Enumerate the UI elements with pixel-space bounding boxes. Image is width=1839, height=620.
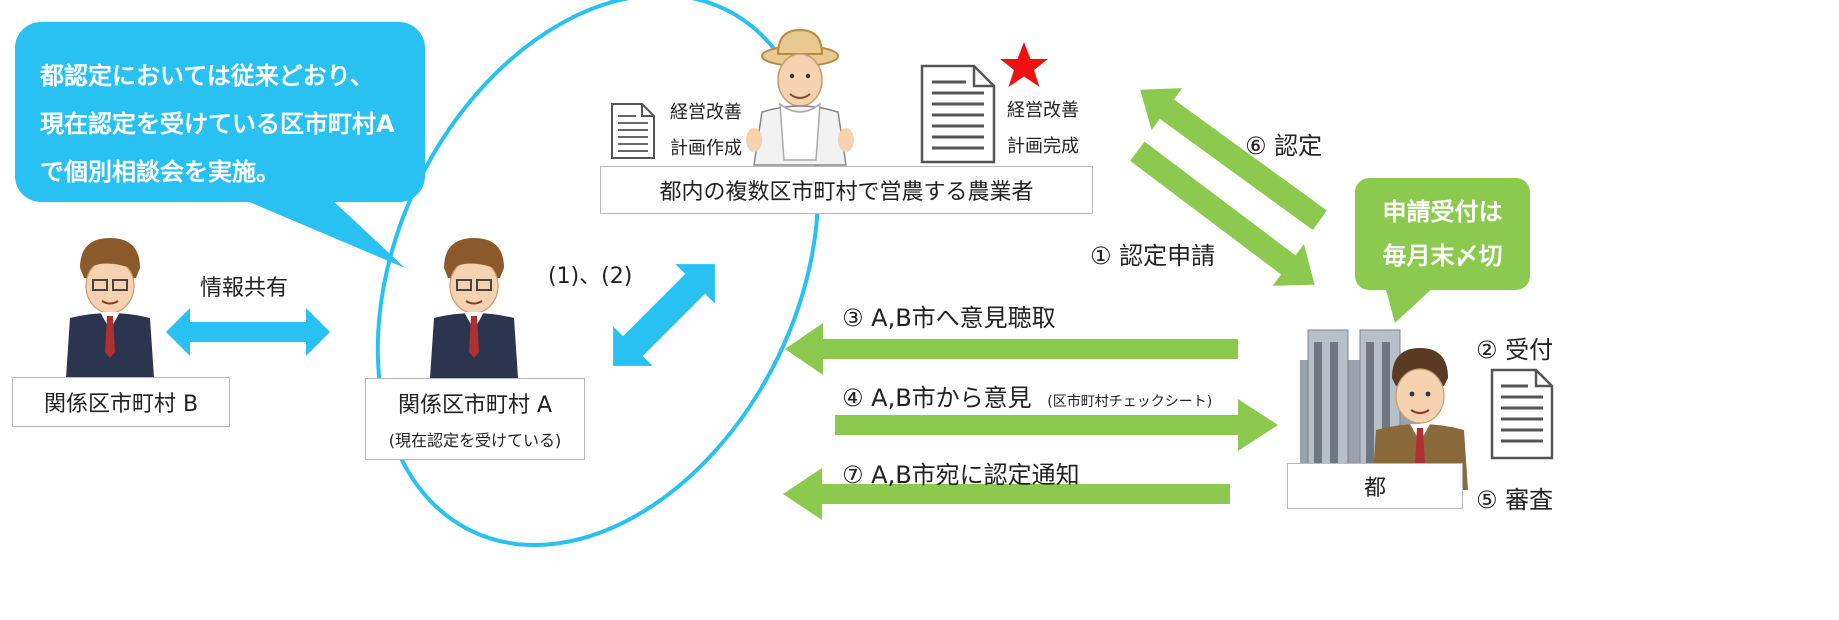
draft-plan-label-2: 計画作成 [670,138,742,159]
city-a-box: 関係区市町村 A (現在認定を受けている) [365,378,585,460]
document-icon-draft [611,103,655,159]
person-a-figure [430,238,518,378]
step1-arrow [1130,141,1315,286]
info-share-label: 情報共有 [200,276,289,301]
step5-label: ⑤ 審査 [1476,486,1554,514]
step1-label: ① 認定申請 [1090,242,1216,270]
green-callout-line-1: 申請受付は [1382,198,1503,226]
green-callout-line-2: 毎月末〆切 [1382,242,1503,270]
farmer-box: 都内の複数区市町村で営農する農業者 [600,166,1093,214]
document-icon-complete [920,64,996,164]
city-a-ellipse [375,0,821,548]
step4-label: ④ A,B市から意見 (区市町村チェックシート) [842,378,1212,413]
step4-text: ④ A,B市から意見 [842,384,1032,412]
step6-label: ⑥ 認定 [1245,132,1323,160]
blue-callout-shape [15,22,425,268]
draft-plan-label-1: 経営改善 [670,102,742,123]
consult-arrow [613,264,715,366]
step3-arrow [785,323,1238,375]
green-callout-shape [1355,178,1530,323]
info-share-arrow [166,308,330,356]
city-a-note: (現在認定を受けている) [388,431,562,450]
metro-label: 都 [1363,476,1386,501]
blue-callout-line-2: 現在認定を受けている区市町村A [40,110,395,138]
step4-arrow [835,399,1278,451]
person-b-figure [66,238,154,378]
farmer-label: 都内の複数区市町村で営農する農業者 [659,180,1034,205]
complete-plan-label-2: 計画完成 [1007,136,1079,157]
city-b-box: 関係区市町村 B [12,377,230,427]
city-a-label: 関係区市町村 A [397,393,553,418]
metro-box: 都 [1287,463,1463,509]
consult-label: (1)、(2) [548,264,633,289]
star-icon [1000,42,1048,87]
step4-note: (区市町村チェックシート) [1047,394,1213,410]
step6-arrow [1140,88,1327,230]
step7-arrow [783,468,1230,520]
farmer-figure [746,28,854,166]
blue-callout-line-1: 都認定においては従来どおり、 [40,62,374,90]
step7-label: ⑦ A,B市宛に認定通知 [842,461,1080,489]
blue-callout-line-3: で個別相談会を実施。 [40,158,280,186]
document-icon-review [1490,368,1554,460]
step3-label: ③ A,B市へ意見聴取 [842,304,1056,332]
city-b-label: 関係区市町村 B [43,392,199,417]
step2-label: ② 受付 [1476,336,1554,364]
blue-callout: 都認定においては従来どおり、 現在認定を受けている区市町村A で個別相談会を実施… [40,52,395,196]
green-callout: 申請受付は 毎月末〆切 [1355,190,1530,278]
complete-plan-label-1: 経営改善 [1007,100,1079,121]
